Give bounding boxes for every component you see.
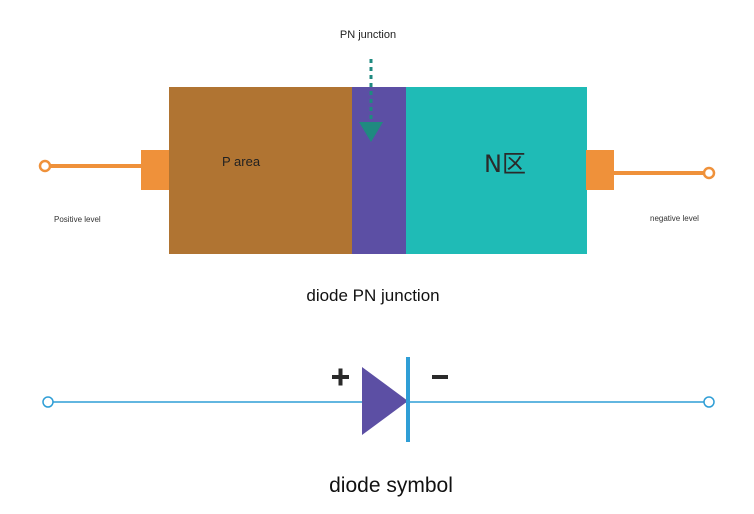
- diode-anode-triangle: [362, 367, 408, 435]
- symbol-left-terminal: [42, 396, 54, 408]
- n-region-label: N区: [484, 150, 526, 178]
- pn-junction-label: PN junction: [340, 29, 396, 41]
- plus-sign: +: [332, 368, 349, 386]
- junction-region: [352, 87, 407, 254]
- diode-cathode-bar: [406, 357, 410, 442]
- p-region: [169, 87, 353, 254]
- pn-junction-caption: diode PN junction: [306, 286, 439, 305]
- junction-arrow-head: [359, 122, 383, 142]
- p-region-label: P area: [222, 154, 261, 169]
- n-region: [406, 87, 587, 254]
- negative-level-label: negative level: [650, 214, 699, 223]
- diode-symbol-caption: diode symbol: [329, 474, 453, 497]
- positive-level-label: Positive level: [54, 215, 101, 224]
- symbol-right-terminal: [703, 396, 715, 408]
- left-contact-pad: [141, 150, 170, 190]
- minus-sign: −: [432, 375, 448, 379]
- right-contact-pad: [586, 150, 614, 190]
- right-terminal-circle: [702, 166, 716, 180]
- left-terminal-circle: [38, 159, 52, 173]
